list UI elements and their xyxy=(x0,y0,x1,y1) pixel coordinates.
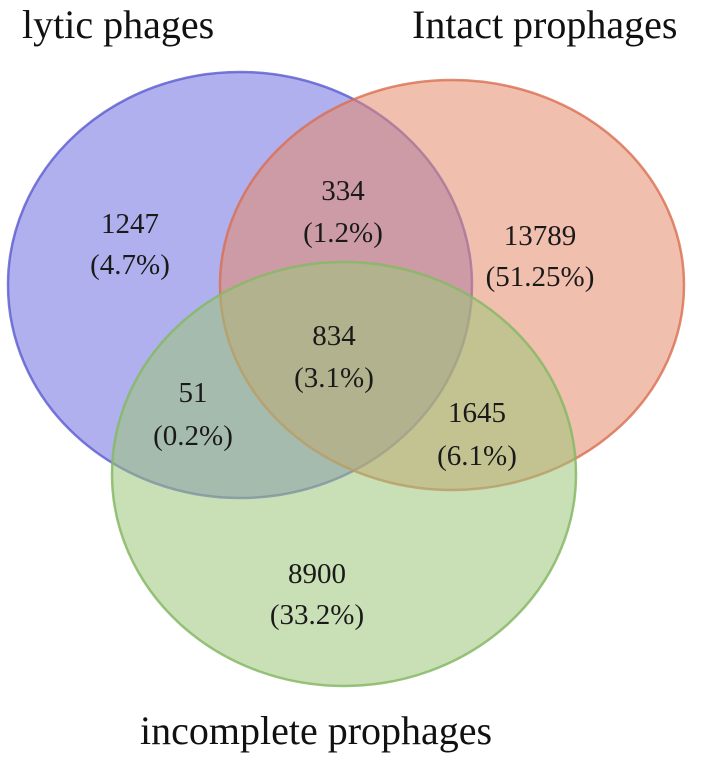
region-count: 1247 xyxy=(101,208,159,240)
region-percent: (51.25%) xyxy=(486,261,595,293)
region-intact-incomplete: 1645 (6.1%) xyxy=(437,397,517,472)
region-lytic-intact: 334 (1.2%) xyxy=(303,175,383,249)
region-count: 8900 xyxy=(288,558,346,590)
region-percent: (6.1%) xyxy=(437,440,517,472)
label-intact-prophages: Intact prophages xyxy=(412,2,677,47)
circle-incomplete-prophages xyxy=(110,260,578,688)
region-lytic-only: 1247 (4.7%) xyxy=(90,208,170,281)
region-percent: (4.7%) xyxy=(90,249,170,281)
region-percent: (1.2%) xyxy=(303,217,383,249)
region-all-three: 834 (3.1%) xyxy=(294,320,374,394)
region-count: 1645 xyxy=(448,397,506,429)
region-percent: (33.2%) xyxy=(270,599,364,631)
region-count: 334 xyxy=(321,175,365,207)
region-percent: (0.2%) xyxy=(153,420,233,452)
region-count: 13789 xyxy=(504,220,577,252)
region-intact-only: 13789 (51.25%) xyxy=(486,220,595,293)
region-count: 51 xyxy=(179,377,208,409)
region-count: 834 xyxy=(312,320,356,352)
label-incomplete-prophages: incomplete prophages xyxy=(140,708,492,753)
venn-circles xyxy=(6,70,686,688)
region-incomplete-only: 8900 (33.2%) xyxy=(270,558,364,631)
region-percent: (3.1%) xyxy=(294,362,374,394)
region-lytic-incomplete: 51 (0.2%) xyxy=(153,377,233,452)
label-lytic-phages: lytic phages xyxy=(22,2,214,47)
